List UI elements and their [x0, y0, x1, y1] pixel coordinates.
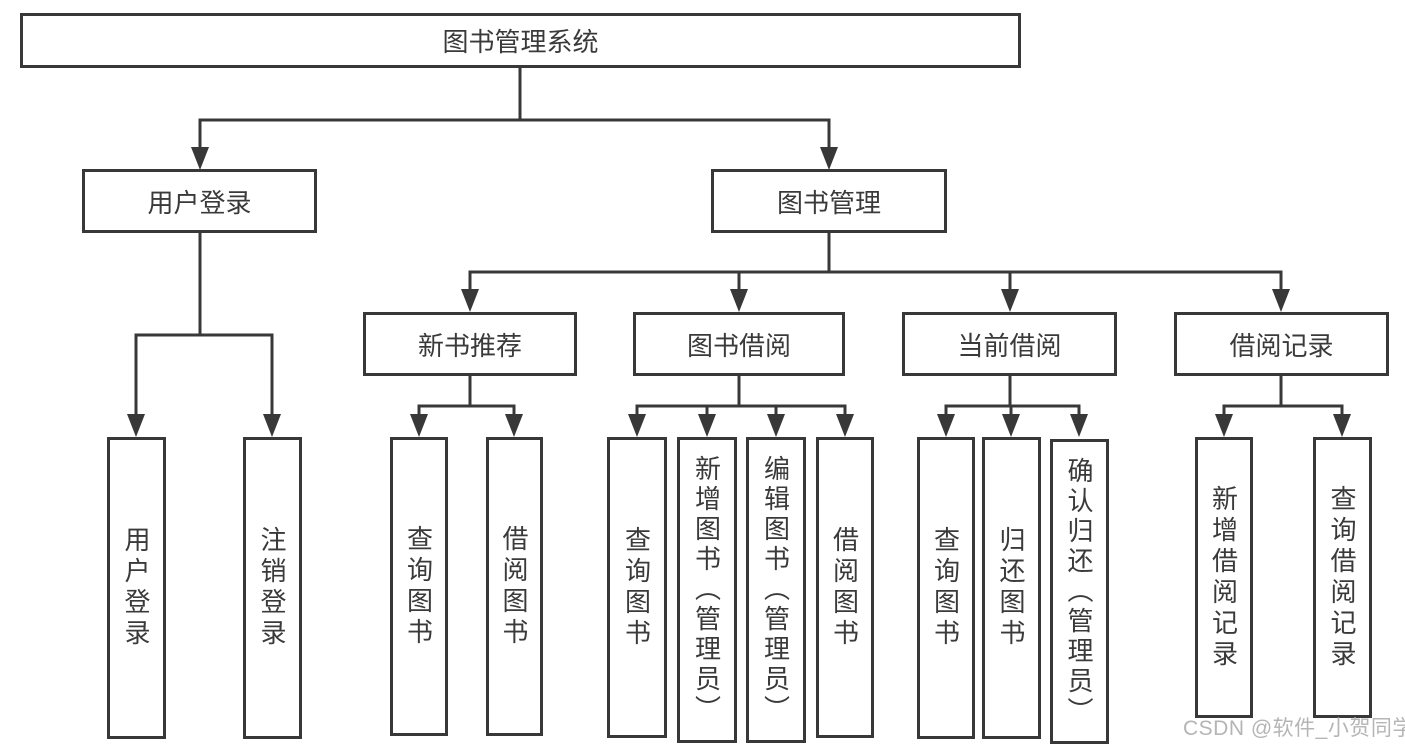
leaf-edit-book-admin: 编辑图书（管理员） — [746, 437, 806, 743]
leaf-confirm-return-admin: 确认归还（管理员） — [1050, 439, 1109, 744]
leaf-return-books: 归还图书 — [982, 437, 1041, 739]
node-current-borrow: 当前借阅 — [902, 312, 1117, 376]
leaf-add-book-admin: 新增图书（管理员） — [677, 437, 737, 743]
node-user-login: 用户登录 — [82, 169, 317, 233]
leaf-add-borrow-record: 新增借阅记录 — [1195, 437, 1253, 718]
leaf-borrow-books-recommend: 借阅图书 — [486, 437, 543, 736]
node-new-book-recommend: 新书推荐 — [363, 312, 577, 376]
node-library-management-system: 图书管理系统 — [20, 13, 1021, 68]
leaf-query-borrow-record: 查询借阅记录 — [1313, 437, 1372, 718]
leaf-logout: 注销登录 — [243, 437, 302, 739]
node-book-management: 图书管理 — [711, 169, 947, 233]
arrowheads — [127, 147, 1351, 437]
leaf-user-login: 用户登录 — [107, 437, 166, 739]
node-borrow-records: 借阅记录 — [1174, 312, 1389, 376]
watermark: CSDN @软件_小贺同学 — [1183, 717, 1405, 740]
leaf-query-books-borrow: 查询图书 — [607, 437, 667, 738]
leaf-borrow-books-borrow: 借阅图书 — [816, 437, 874, 738]
leaf-query-books-current: 查询图书 — [917, 437, 975, 739]
node-book-borrow: 图书借阅 — [633, 312, 845, 376]
leaf-query-books-recommend: 查询图书 — [390, 437, 448, 736]
